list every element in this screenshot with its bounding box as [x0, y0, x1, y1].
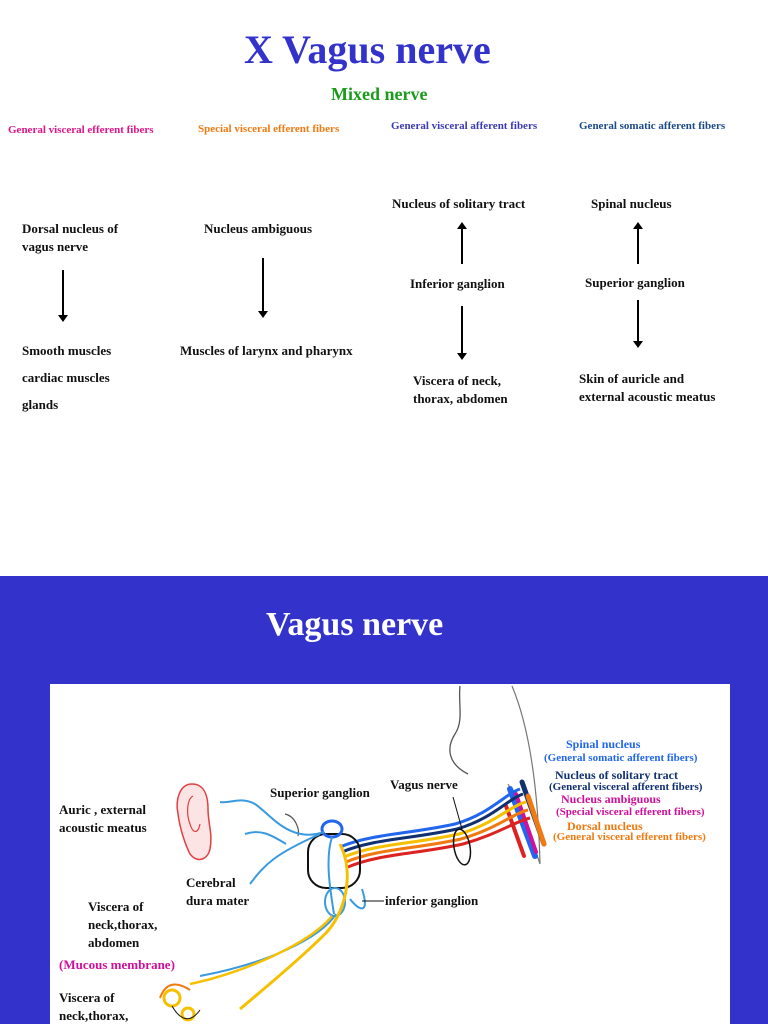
- viscera-diagram-label: Viscera of neck,thorax, abdomen: [88, 898, 157, 952]
- vagus-nerve-marker: [452, 828, 472, 866]
- gve-fibers-label: (General visceral efferent fibers): [553, 831, 706, 843]
- glands-label: glands: [22, 397, 59, 412]
- viscera2-line1: Viscera of: [59, 990, 115, 1005]
- ear-icon: [176, 783, 212, 861]
- vagus-pathway-diagram: [159, 685, 547, 1022]
- viscera-line2: thorax, abdomen: [413, 391, 508, 406]
- brainstem-outline: [449, 685, 469, 775]
- viscera2-diagram-label: Viscera of neck,thorax,: [59, 989, 128, 1025]
- slide2-title: Vagus nerve: [266, 606, 444, 643]
- nerve-fiber-blue: [339, 787, 521, 849]
- gva-fibers-label: (General visceral afferent fibers): [549, 781, 703, 793]
- larynx-pharynx-label: Muscles of larynx and pharynx: [180, 343, 353, 358]
- plexus-loop: [180, 1006, 196, 1022]
- viscera1-line1: Viscera of: [88, 899, 144, 914]
- skin-auricle-line1: Skin of auricle and: [579, 371, 685, 386]
- arrow-down-icon: [258, 258, 268, 318]
- dorsal-nucleus-bar: [504, 804, 526, 858]
- nucleus-ambiguous-diagram-label: Nucleus ambiguous: [561, 792, 661, 806]
- nucleus-ambiguous-label: Nucleus ambiguous: [204, 221, 312, 236]
- nerve-fiber-red: [347, 816, 531, 869]
- cerebral-line1: Cerebral: [186, 875, 236, 890]
- vagus-nerve-diagram-label: Vagus nerve: [390, 777, 458, 792]
- solitary-tract-diagram-label: Nucleus of solitary tract: [555, 768, 678, 782]
- arrow-down-icon: [457, 306, 467, 360]
- viscera2-line2: neck,thorax,: [59, 1008, 129, 1023]
- arrow-down-icon: [633, 300, 643, 348]
- auric-line1: Auric , external: [59, 802, 147, 817]
- cardiac-muscles-label: cardiac muscles: [22, 370, 110, 385]
- arrow-up-icon: [457, 222, 467, 264]
- meningeal-branch: [249, 833, 321, 885]
- inferior-ganglion-diagram-label: inferior ganglion: [385, 893, 479, 908]
- plexus-loop: [162, 988, 182, 1008]
- dorsal-nucleus-line1: Dorsal nucleus of: [22, 221, 119, 236]
- auricular-branch: [219, 799, 325, 836]
- spinal-nucleus-label: Spinal nucleus: [591, 196, 672, 211]
- fiber-type-sve: Special visceral efferent fibers: [198, 123, 340, 135]
- arrow-down-icon: [58, 270, 68, 322]
- diagram-panel: Spinal nucleus (General somatic afferent…: [50, 684, 730, 1024]
- slide-vagus-diagram: Vagus nerve: [0, 576, 768, 1024]
- nerve-branch-yellow: [239, 843, 349, 1011]
- fiber-type-gve: General visceral efferent fibers: [8, 124, 154, 136]
- dorsal-nucleus-bar: [525, 793, 547, 847]
- spinal-nucleus-diagram-label: Spinal nucleus: [566, 737, 641, 751]
- arrow-up-icon: [633, 222, 643, 264]
- mucous-membrane-label: (Mucous membrane): [59, 957, 175, 972]
- nerve-fiber-navy: [341, 792, 524, 854]
- dorsal-nucleus-line2: vagus nerve: [22, 239, 89, 254]
- viscera-line1: Viscera of neck,: [413, 373, 501, 388]
- gsa-fibers-label: (General somatic afferent fibers): [544, 752, 698, 764]
- cerebral-dura-label: Cerebral dura mater: [186, 874, 249, 910]
- viscera-label: Viscera of neck, thorax, abdomen: [413, 372, 508, 408]
- nerve-fiber-orange: [345, 808, 529, 864]
- inferior-ganglion-label: Inferior ganglion: [410, 276, 505, 291]
- viscera1-line2: neck,thorax,: [88, 917, 158, 932]
- slide-subtitle: Mixed nerve: [331, 84, 428, 104]
- dorsal-nucleus-diagram-label: Dorsal nucleus: [567, 819, 643, 833]
- slide-fiber-components: X Vagus nerve Mixed nerve General viscer…: [8, 27, 726, 412]
- auric-line2: acoustic meatus: [59, 820, 147, 835]
- sve-fibers-label: (Special visceral efferent fibers): [556, 806, 705, 818]
- auric-label: Auric , external acoustic meatus: [59, 801, 147, 837]
- dorsal-nucleus-label: Dorsal nucleus of vagus nerve: [22, 220, 118, 256]
- skin-auricle-line2: external acoustic meatus: [579, 389, 716, 404]
- fiber-type-gsa: General somatic afferent fibers: [579, 120, 726, 132]
- solitary-tract-label: Nucleus of solitary tract: [392, 196, 526, 211]
- vagus-nerve-pointer: [452, 796, 463, 830]
- slide-title: X Vagus nerve: [244, 27, 491, 72]
- superior-ganglion-diagram-label: Superior ganglion: [270, 785, 370, 800]
- superior-ganglion-label: Superior ganglion: [585, 275, 685, 290]
- fiber-type-gva: General visceral afferent fibers: [391, 120, 538, 132]
- viscera1-line3: abdomen: [88, 935, 140, 950]
- smooth-muscles-label: Smooth muscles: [22, 343, 112, 358]
- cerebral-line2: dura mater: [186, 893, 250, 908]
- nerve-fiber-yellow: [343, 800, 527, 859]
- skin-auricle-label: Skin of auricle and external acoustic me…: [579, 370, 715, 406]
